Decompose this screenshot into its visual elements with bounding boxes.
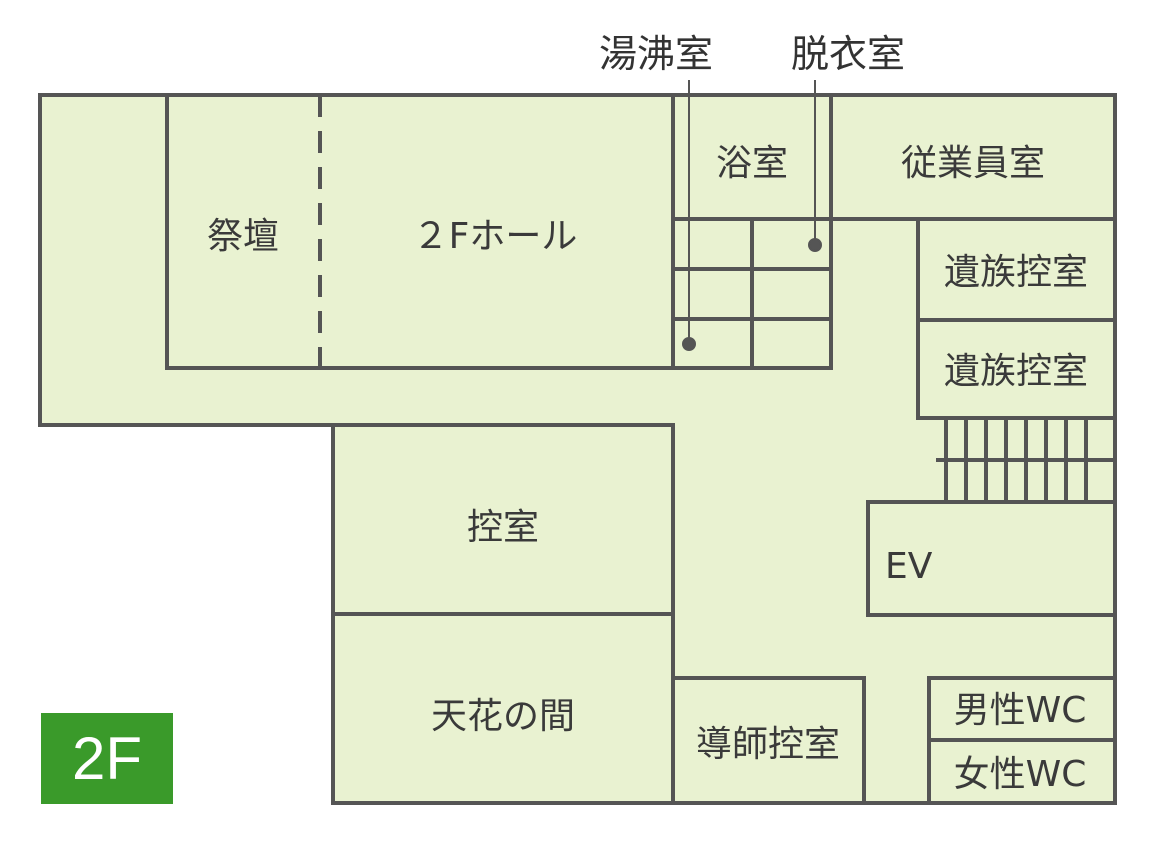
label-waiting-room: 控室 xyxy=(467,507,539,548)
label-hot-water-room: 湯沸室 xyxy=(599,32,713,76)
label-mens-wc: 男性WC xyxy=(954,690,1087,731)
callout-dot-dressing xyxy=(808,238,822,252)
label-tenka-room: 天花の間 xyxy=(431,696,575,737)
staircase xyxy=(936,418,1115,502)
label-family-room-2: 遺族控室 xyxy=(944,351,1088,392)
callout-dot-hot-water xyxy=(682,337,696,351)
label-elevator: EV xyxy=(885,546,933,587)
family-room-2 xyxy=(916,318,1117,420)
label-family-room-1: 遺族控室 xyxy=(944,252,1088,293)
label-womens-wc: 女性WC xyxy=(954,754,1087,795)
officiant-room xyxy=(671,676,866,805)
label-officiant-room: 導師控室 xyxy=(696,724,840,765)
floor-badge-label: 2F xyxy=(71,725,143,792)
label-dressing-room: 脱衣室 xyxy=(791,32,905,76)
label-staff-room: 従業員室 xyxy=(901,143,1045,184)
womens-wc-room xyxy=(927,738,1117,805)
label-hall: ２Fホール xyxy=(413,216,578,257)
floor-badge: 2F xyxy=(41,713,173,804)
label-bathroom: 浴室 xyxy=(716,143,788,184)
elevator-room xyxy=(866,500,1117,617)
label-altar: 祭壇 xyxy=(207,216,279,257)
